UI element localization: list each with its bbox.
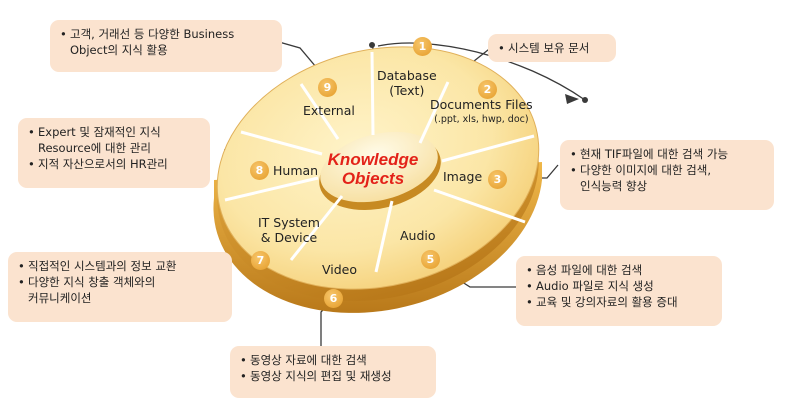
- badge-5: 5: [421, 250, 440, 269]
- box-image: 현재 TIF파일에 대한 검색 가능 다양한 이미지에 대한 검색, 인식능력 …: [560, 140, 774, 210]
- box-itsystem-item: 커뮤니케이션: [28, 291, 92, 305]
- badge-7: 7: [251, 251, 270, 270]
- box-image-item: 현재 TIF파일에 대한 검색 가능: [570, 146, 764, 162]
- box-image-item: 다양한 이미지에 대한 검색,: [570, 162, 764, 178]
- center-title: Knowledge Objects: [318, 150, 428, 188]
- box-external: 고객, 거래선 등 다양한 Business Object의 지식 활용: [50, 20, 282, 72]
- center-title-line2: Objects: [341, 169, 405, 188]
- box-video-item: 동영상 지식의 편집 및 재생성: [240, 368, 426, 384]
- badge-6: 6: [324, 289, 343, 308]
- arrow-head: [565, 94, 579, 104]
- segment-video-label: Video: [322, 262, 358, 277]
- segment-image-label: Image: [443, 169, 483, 184]
- badge-8: 8: [250, 161, 269, 180]
- badge-1: 1: [413, 37, 432, 56]
- badge-2: 2: [478, 80, 497, 99]
- box-database-item: 시스템 보유 문서: [498, 40, 606, 56]
- box-external-item: 고객, 거래선 등 다양한 Business: [60, 26, 272, 42]
- box-video-item: 동영상 자료에 대한 검색: [240, 352, 426, 368]
- segment-documents-label: Documents Files (.ppt, xls, hwp, doc): [430, 97, 533, 127]
- box-itsystem-item: 직접적인 시스템과의 정보 교환: [18, 258, 222, 274]
- box-human: Expert 및 잠재적인 지식 Resource에 대한 관리 지적 자산으로…: [18, 118, 210, 188]
- box-audio-item: 음성 파일에 대한 검색: [526, 262, 712, 278]
- segment-dividers: [224, 51, 535, 273]
- segment-documents-subtitle: (.ppt, xls, hwp, doc): [434, 114, 529, 125]
- segment-database-subtitle: (Text): [389, 83, 425, 98]
- box-image-item: 인식능력 향상: [580, 179, 648, 193]
- box-human-item: Expert 및 잠재적인 지식: [28, 124, 200, 140]
- box-external-item: Object의 지식 활용: [70, 43, 168, 57]
- segment-documents-title: Documents Files: [430, 97, 533, 112]
- segment-itsystem-label: IT System & Device: [258, 215, 320, 245]
- box-audio-item: 교육 및 강의자료의 활용 증대: [526, 294, 712, 310]
- center-hole: [320, 131, 438, 203]
- box-video: 동영상 자료에 대한 검색 동영상 지식의 편집 및 재생성: [230, 346, 436, 398]
- marker-dot: [369, 42, 375, 48]
- badge-3: 3: [488, 170, 507, 189]
- box-itsystem-item: 다양한 지식 창출 객체와의: [18, 274, 222, 290]
- marker-dot: [582, 97, 588, 103]
- segment-database-label: Database (Text): [377, 68, 437, 98]
- box-itsystem: 직접적인 시스템과의 정보 교환 다양한 지식 창출 객체와의 커뮤니케이션: [8, 252, 232, 322]
- segment-audio-label: Audio: [400, 228, 436, 243]
- box-human-item: 지적 자산으로서의 HR관리: [28, 156, 200, 172]
- center-title-line1: Knowledge: [327, 150, 419, 169]
- box-human-item: Resource에 대한 관리: [38, 141, 151, 155]
- connector-database-arc: [377, 42, 586, 101]
- segment-human-label: Human: [273, 163, 319, 178]
- badge-9: 9: [318, 78, 337, 97]
- box-audio: 음성 파일에 대한 검색 Audio 파일로 지식 생성 교육 및 강의자료의 …: [516, 256, 722, 326]
- box-audio-item: Audio 파일로 지식 생성: [526, 278, 712, 294]
- segment-database-title: Database: [377, 68, 437, 83]
- segment-external-label: External: [303, 103, 355, 118]
- segment-itsystem-title: IT System: [258, 215, 320, 230]
- segment-itsystem-subtitle: & Device: [260, 230, 318, 245]
- box-database: 시스템 보유 문서: [488, 34, 616, 62]
